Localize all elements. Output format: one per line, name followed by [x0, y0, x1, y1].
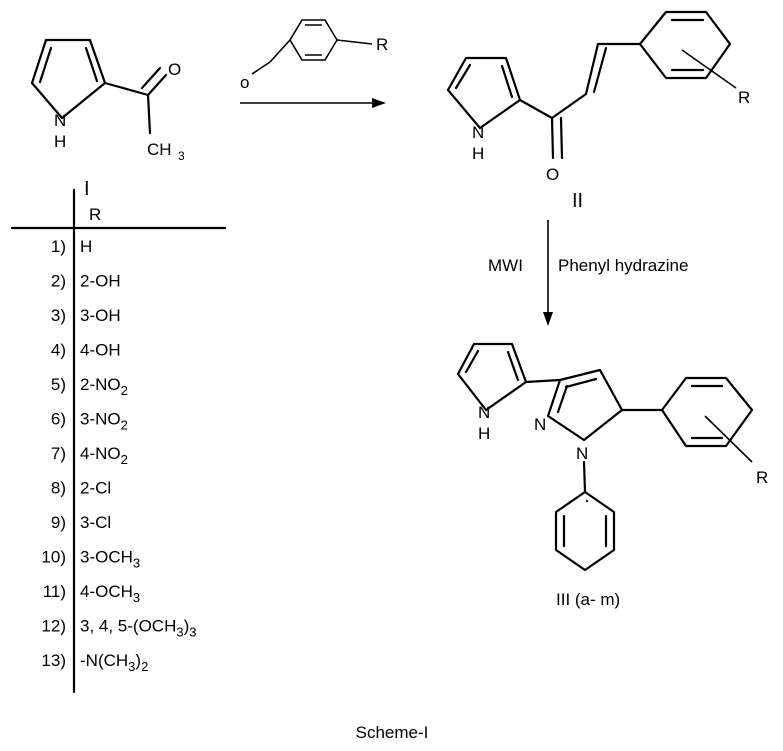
table-row-number: 9) [51, 513, 66, 532]
benzaldehyde-reagent: o R [240, 19, 388, 92]
table-row-substituent: 3-NO2 [80, 410, 128, 433]
compound-ii-structure: N H O R II [446, 10, 750, 212]
reaction-arrow-2: MWI Phenyl hydrazine [488, 220, 688, 326]
scheme-caption: Scheme-I [356, 723, 429, 742]
compound-iii-n1: N [576, 444, 588, 463]
compound-iii-n2: N [534, 415, 546, 434]
table-row-substituent: 4-OH [80, 341, 121, 360]
table-row-number: 13) [41, 651, 66, 670]
table-row-number: 11) [43, 582, 66, 601]
compound-iii-structure: N H N N R III (a- m) [456, 342, 768, 609]
table-header-r: R [89, 205, 101, 224]
compound-i-label: I [84, 178, 90, 200]
compound-iii-h: H [478, 424, 490, 443]
condition-phenyl-hydrazine: Phenyl hydrazine [558, 256, 688, 275]
compound-i-structure: N H O CH 3 I [30, 38, 185, 200]
compound-ii-label: II [572, 190, 583, 212]
substituent-table: R 1) H 2) 2-OH 3) 3-OH 4) 4-OH 5) 2-NO2 6) 3-NO2 7) 4… [10, 188, 227, 694]
table-row-substituent: -N(CH3)2 [80, 651, 148, 674]
condition-mwi: MWI [488, 256, 523, 275]
table-row-substituent: 3-OCH3 [80, 548, 140, 571]
compound-iii-n: N [478, 403, 490, 422]
table-row-substituent: 3-OH [80, 306, 121, 325]
compound-i-ch3-sub: 3 [178, 149, 185, 163]
reagent-r: R [376, 35, 388, 54]
compound-i-n: N [54, 111, 66, 130]
reagent-o: o [240, 73, 249, 92]
table-row-substituent: 2-NO2 [80, 375, 128, 398]
table-row-substituent: H [80, 237, 92, 256]
compound-iii-r: R [756, 468, 768, 487]
table-row-number: 10) [41, 548, 66, 567]
table-row-number: 3) [51, 306, 66, 325]
table-row-substituent: 4-NO2 [80, 444, 128, 467]
table-row-number: 1) [51, 237, 66, 256]
table-row-substituent: 2-OH [80, 272, 121, 291]
table-row-number: 12) [41, 617, 66, 636]
compound-i-h: H [54, 132, 66, 151]
table-row-substituent: 4-OCH3 [80, 582, 140, 605]
table-row-substituent: 2-Cl [80, 479, 111, 498]
compound-ii-o: O [546, 165, 559, 184]
compound-ii-h: H [472, 144, 484, 163]
table-row-substituent: 3-Cl [80, 513, 111, 532]
table-row-number: 2) [51, 272, 66, 291]
compound-i-o: O [168, 60, 181, 79]
compound-iii-label: III (a- m) [556, 590, 620, 609]
table-rows: 1) H 2) 2-OH 3) 3-OH 4) 4-OH 5) 2-NO2 6) 3-NO2 7) 4-N… [41, 237, 196, 674]
table-row-number: 4) [51, 341, 66, 360]
table-row-number: 6) [51, 410, 66, 429]
table-row-number: 8) [51, 479, 66, 498]
compound-ii-n: N [472, 123, 484, 142]
compound-i-ch3: CH [147, 140, 172, 159]
compound-ii-r: R [738, 88, 750, 107]
reaction-arrow-1 [240, 98, 386, 108]
table-row-number: 5) [51, 375, 66, 394]
table-row-number: 7) [51, 444, 66, 463]
table-row-substituent: 3, 4, 5-(OCH3)3 [80, 617, 197, 640]
